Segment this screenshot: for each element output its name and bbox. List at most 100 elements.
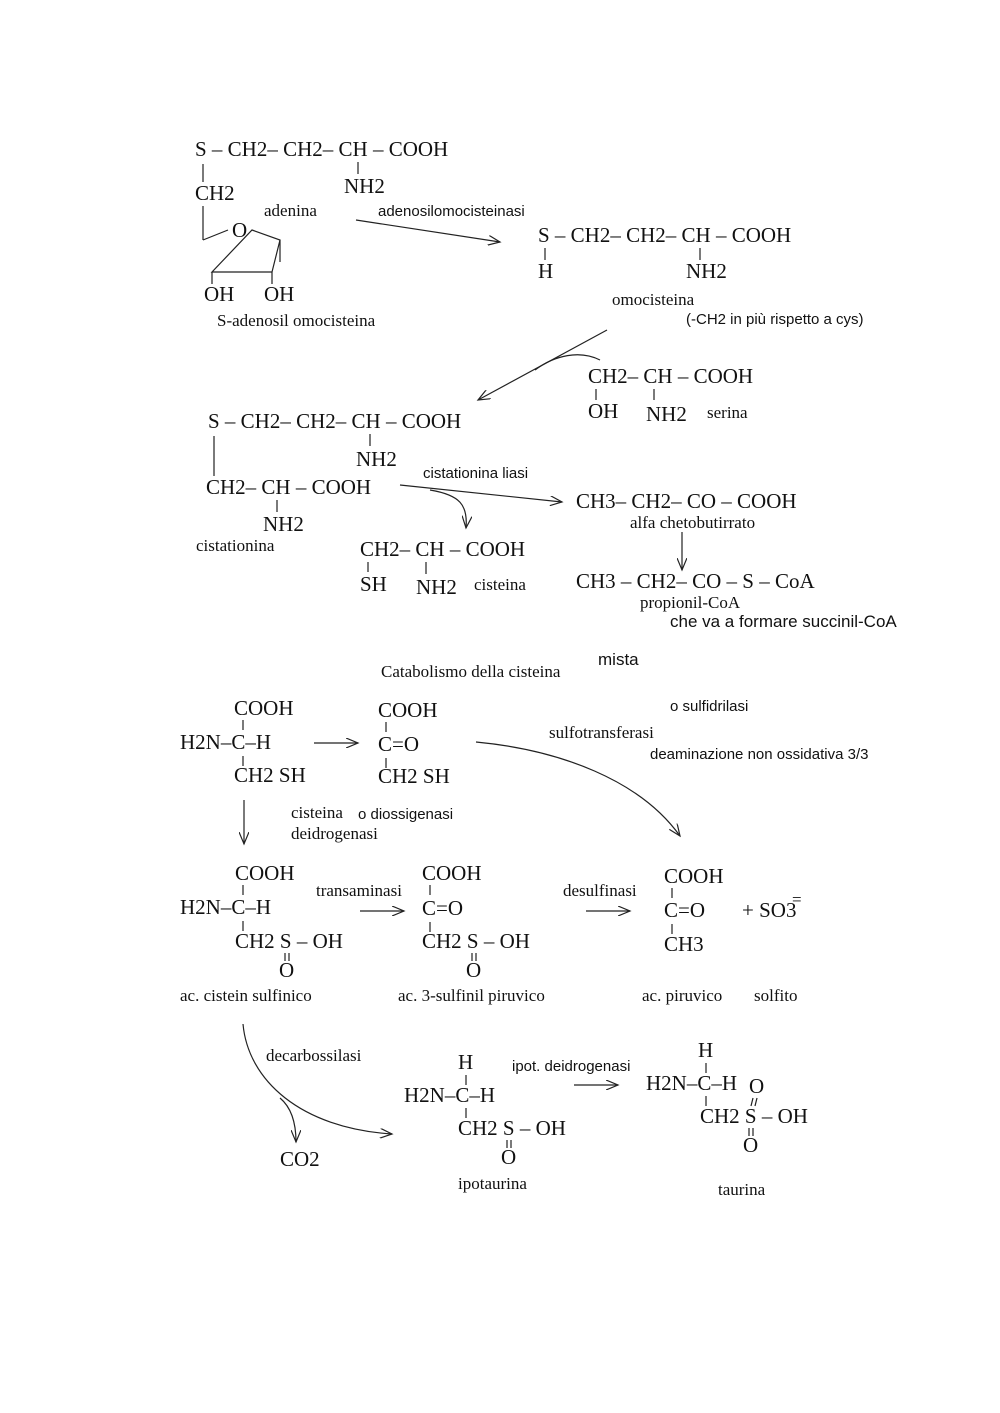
arrow-thiopyruvate-to-pyruvate [475, 741, 680, 836]
hypotaurine-main: H2N–C–H [404, 1083, 495, 1107]
pyruvate-main: C=O [664, 898, 705, 922]
sam-ch2: CH2 [195, 181, 235, 205]
enzyme-hypotaurine-dehydrogenase: ipot. deidrogenasi [512, 1058, 630, 1075]
pyruvate-cooh: COOH [664, 864, 724, 888]
pyruvate: COOH C=O CH3 ac. piruvico [642, 864, 724, 1005]
dioxygenase-label: o diossigenasi [358, 806, 453, 823]
thiopyr-main: C=O [378, 732, 419, 756]
arrow-sam-to-homocysteine [355, 219, 500, 242]
propionyl-name: propionil-CoA [640, 593, 741, 612]
homocys-h: H [538, 259, 553, 283]
sulfite-name: solfito [754, 986, 797, 1005]
csa-side: CH2 S – OH [235, 929, 343, 953]
csa-cooh: COOH [235, 861, 295, 885]
ketobut-formula: CH3– CH2– CO – COOH [576, 489, 797, 513]
dehydrogenase-label-1: cisteina [291, 803, 343, 822]
cysteine-chain: CH2– CH – COOH [360, 537, 525, 561]
homocysteine: S – CH2– CH2– CH – COOH H NH2 omocistein… [538, 223, 864, 328]
cysteine-product: CH2– CH – COOH SH NH2 cisteina [360, 537, 526, 599]
dehydrogenase-label-2: deidrogenasi [291, 824, 378, 843]
sulfpyr-cooh: COOH [422, 861, 482, 885]
mista-note: mista [598, 650, 639, 669]
sulfpyr-o: O [466, 958, 481, 982]
serine-chain: CH2– CH – COOH [588, 364, 753, 388]
cysteine-sulfinic-acid: COOH H2N–C–H CH2 S – OH O ac. cistein su… [180, 861, 343, 1005]
homocys-name: omocisteina [612, 290, 695, 309]
cys-side: CH2 SH [234, 763, 306, 787]
sam-nh2: NH2 [344, 174, 385, 198]
sulfpyr-side: CH2 S – OH [422, 929, 530, 953]
taurine-main: H2N–C–H [646, 1071, 737, 1095]
homocys-nh2: NH2 [686, 259, 727, 283]
adenine-label: adenina [264, 201, 317, 220]
hypotaurine-o: O [501, 1145, 516, 1169]
sulfinylpyruvate: COOH C=O CH2 S – OH O ac. 3-sulfinil pir… [398, 861, 545, 1005]
taurine-side: CH2 S – OH [700, 1104, 808, 1128]
enzyme-adenosylhomocysteinase: adenosilomocisteinasi [378, 203, 525, 220]
section-title: Catabolismo della cisteina [381, 662, 561, 681]
thiopyr-side: CH2 SH [378, 764, 450, 788]
sulfite-formula: + SO3 [742, 898, 796, 922]
serine-curl-arrow [534, 354, 601, 371]
ring-oxygen: O [232, 218, 247, 242]
sulfite: + SO3 = solfito [742, 890, 802, 1005]
cystathionine-nh2-b: NH2 [263, 512, 304, 536]
cysteine-sh: SH [360, 572, 387, 596]
serine-nh2: NH2 [646, 402, 687, 426]
serine-oh: OH [588, 399, 618, 423]
pyruvate-name: ac. piruvico [642, 986, 722, 1005]
sam-oh-2: OH [264, 282, 294, 306]
thiopyruvate: COOH C=O CH2 SH [378, 698, 450, 788]
sulfpyr-name: ac. 3-sulfinil piruvico [398, 986, 545, 1005]
propionyl-formula: CH3 – CH2– CO – S – CoA [576, 569, 815, 593]
csa-name: ac. cistein sulfinico [180, 986, 312, 1005]
enzyme-cystathionine-lyase: cistationina liasi [423, 465, 528, 482]
transaminase-label: transaminasi [316, 881, 402, 900]
sam-chain: S – CH2– CH2– CH – COOH [195, 137, 448, 161]
cystathionine-nh2-a: NH2 [356, 447, 397, 471]
taurine-h: H [698, 1038, 713, 1062]
hypotaurine-h: H [458, 1050, 473, 1074]
thiopyr-cooh: COOH [378, 698, 438, 722]
serine: CH2– CH – COOH OH NH2 serina [588, 364, 753, 426]
cysteine-nh2: NH2 [416, 575, 457, 599]
taurine-o-bottom: O [743, 1133, 758, 1157]
propionyl-coa: CH3 – CH2– CO – S – CoA propionil-CoA ch… [576, 569, 897, 631]
cys-cooh: COOH [234, 696, 294, 720]
arrow-csa-to-hypotaurine [242, 1023, 392, 1134]
cystathionine-chain-1: S – CH2– CH2– CH – COOH [208, 409, 461, 433]
deamination-label: deaminazione non ossidativa 3/3 [650, 746, 868, 763]
alpha-ketobutyrate: CH3– CH2– CO – COOH alfa chetobutirrato [576, 489, 797, 532]
taurine-o-top: O [749, 1074, 764, 1098]
desulfinase-label: desulfinasi [563, 881, 637, 900]
s-adenosyl-homocysteine: S – CH2– CH2– CH – COOH NH2 CH2 O adenin… [195, 137, 448, 330]
arrow-cystathionine-to-ketobutyrate [399, 484, 562, 502]
sulfpyr-main: C=O [422, 896, 463, 920]
hypotaurine: H H2N–C–H CH2 S – OH O ipotaurina [404, 1050, 566, 1193]
cystathionine: S – CH2– CH2– CH – COOH NH2 CH2– CH – CO… [196, 409, 461, 555]
csa-o: O [279, 958, 294, 982]
sulfhydrylase-label: o sulfidrilasi [670, 698, 748, 715]
arrow-to-cysteine [429, 489, 466, 528]
pyruvate-side: CH3 [664, 932, 704, 956]
hypotaurine-name: ipotaurina [458, 1174, 527, 1193]
sam-name: S-adenosil omocisteina [217, 311, 376, 330]
homocys-chain: S – CH2– CH2– CH – COOH [538, 223, 791, 247]
hypotaurine-side: CH2 S – OH [458, 1116, 566, 1140]
csa-main: H2N–C–H [180, 895, 271, 919]
homocys-note: (-CH2 in più rispetto a cys) [686, 311, 864, 328]
serine-name: serina [707, 403, 748, 422]
decarboxylase-label: decarbossilasi [266, 1046, 362, 1065]
sulfotransferase-label: sulfotransferasi [549, 723, 654, 742]
co2: CO2 [280, 1147, 320, 1171]
sulfite-charge: = [792, 890, 802, 909]
ketobut-name: alfa chetobutirrato [630, 513, 755, 532]
arrow-to-co2 [279, 1097, 296, 1142]
propionyl-note: che va a formare succinil-CoA [670, 612, 897, 631]
cysteine-start: COOH H2N–C–H CH2 SH [180, 696, 306, 787]
taurine-name: taurina [718, 1180, 766, 1199]
sam-oh-1: OH [204, 282, 234, 306]
cystathionine-chain-2: CH2– CH – COOH [206, 475, 371, 499]
